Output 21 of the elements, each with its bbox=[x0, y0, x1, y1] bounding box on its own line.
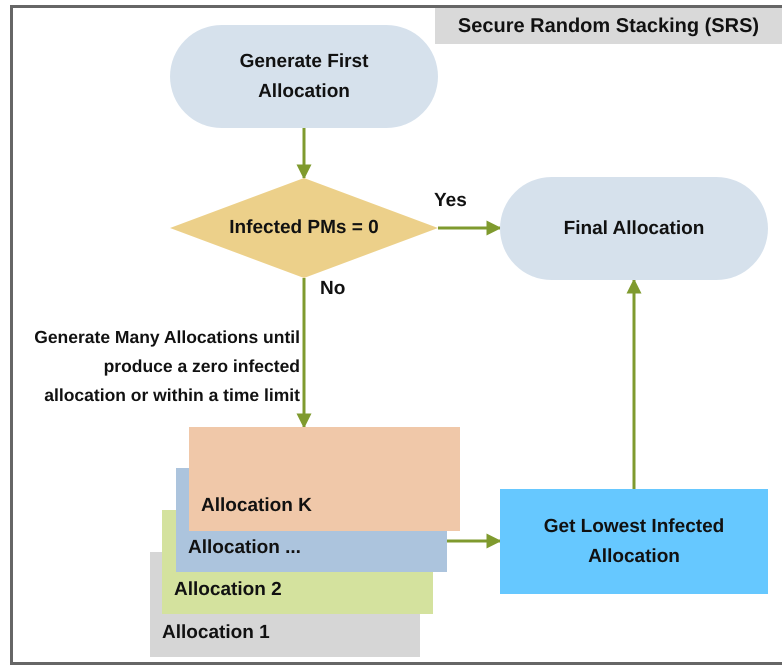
arrow bbox=[438, 220, 502, 236]
stacked-card bbox=[162, 572, 433, 614]
arrow bbox=[447, 534, 502, 548]
node-text: Infected PMs = 0 bbox=[228, 216, 380, 240]
title-banner: Secure Random Stacking (SRS) bbox=[435, 8, 782, 44]
node-text: Allocation K bbox=[201, 494, 312, 518]
terminal-pill bbox=[170, 25, 438, 128]
note-text: Generate Many Allocations until produce a zero infected allocation or within a time limit bbox=[33, 326, 300, 407]
node-text: Generate First Allocation bbox=[238, 50, 370, 104]
stacked-card bbox=[176, 531, 447, 572]
arrow bbox=[296, 128, 312, 180]
arrow bbox=[296, 278, 312, 428]
stacked-card bbox=[150, 614, 420, 657]
node-text: Final Allocation bbox=[562, 216, 706, 240]
stacked-card bbox=[189, 427, 460, 531]
process-box bbox=[500, 489, 768, 594]
arrow bbox=[626, 278, 642, 489]
node-text: Allocation 1 bbox=[162, 621, 270, 645]
node-text: Allocation ... bbox=[188, 536, 301, 560]
node-text: Allocation 2 bbox=[174, 578, 282, 602]
node-text: Get Lowest Infected Allocation bbox=[542, 514, 726, 568]
